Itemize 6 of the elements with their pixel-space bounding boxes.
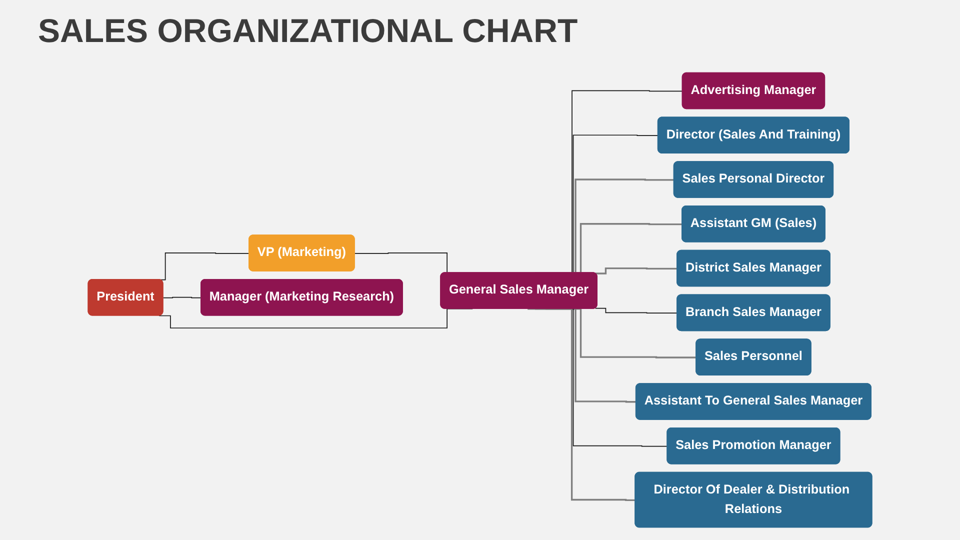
connector [594, 308, 678, 314]
chart-title: SALES ORGANIZATIONAL CHART [38, 12, 578, 50]
connector [158, 308, 474, 328]
connector [595, 267, 678, 274]
connector [162, 296, 202, 298]
connector [528, 308, 636, 502]
